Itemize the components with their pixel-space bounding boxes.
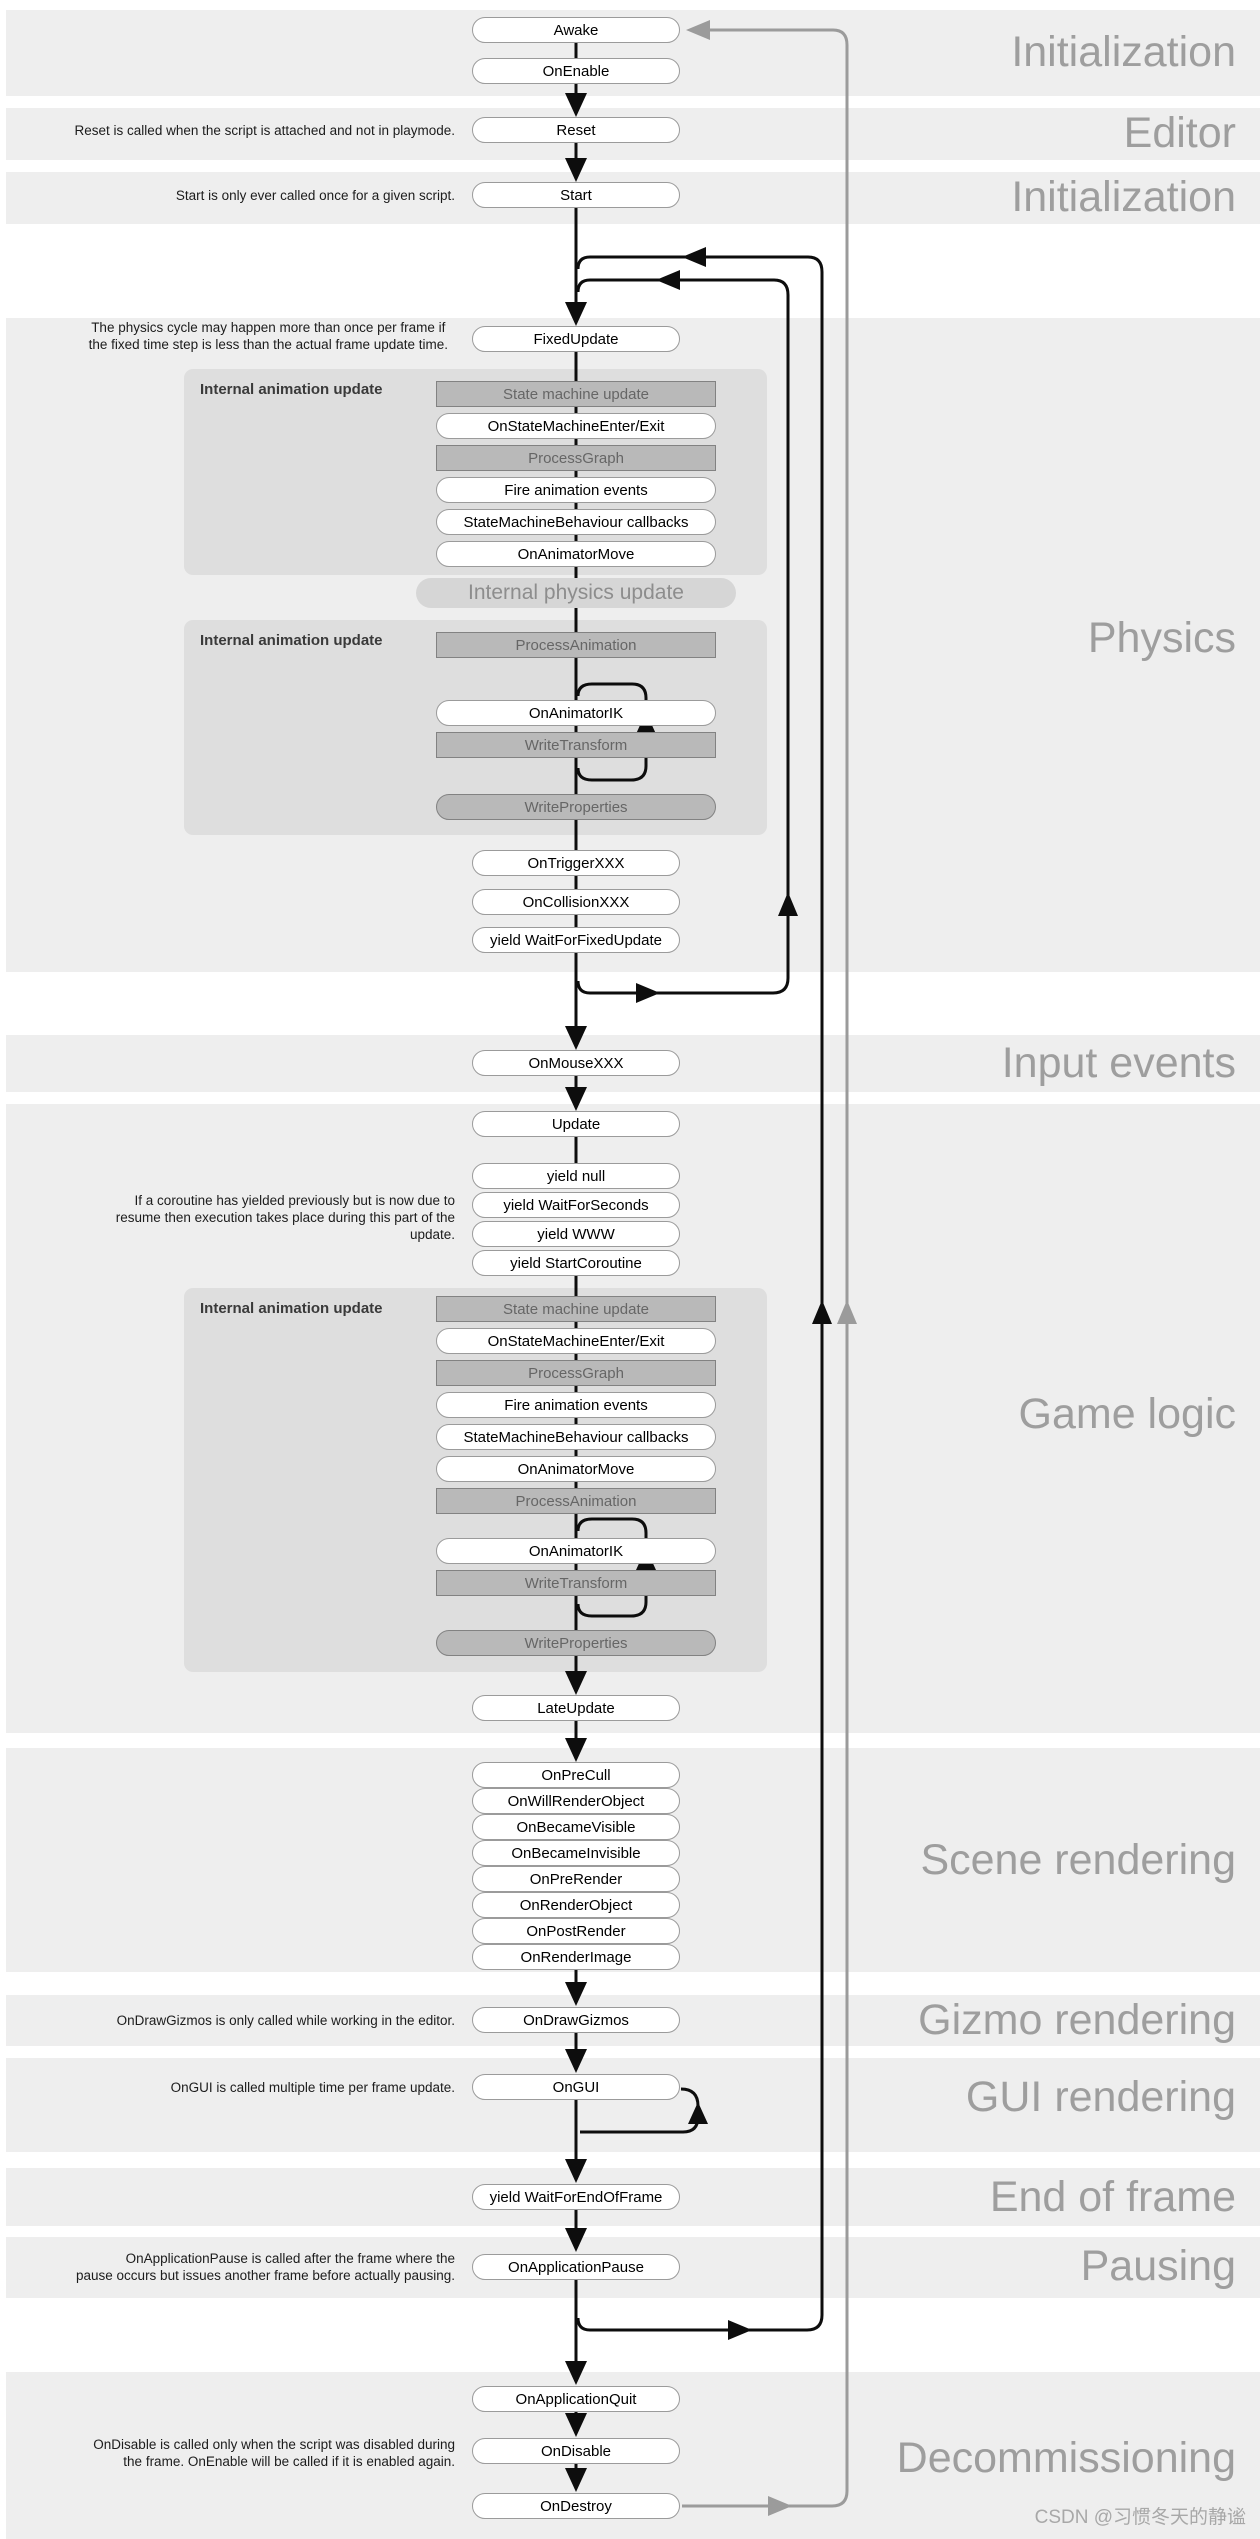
container-label: Internal animation update xyxy=(200,1300,383,1317)
node-oncollisionxxx: OnCollisionXXX xyxy=(472,889,680,915)
node-onstatemachineenter-exit: OnStateMachineEnter/Exit xyxy=(436,413,716,439)
note-0: Reset is called when the script is attac… xyxy=(74,122,455,138)
container-label: Internal animation update xyxy=(200,381,383,398)
node-ondrawgizmos: OnDrawGizmos xyxy=(472,2007,680,2033)
node-onapplicationpause: OnApplicationPause xyxy=(472,2254,680,2280)
node-yield-waitforseconds: yield WaitForSeconds xyxy=(472,1192,680,1218)
node-internal-physics-update: Internal physics update xyxy=(416,578,736,608)
node-statemachinebehaviour-callbacks: StateMachineBehaviour callbacks xyxy=(436,509,716,535)
node-fire-animation-events-2: Fire animation events xyxy=(436,1392,716,1418)
node-onapplicationquit: OnApplicationQuit xyxy=(472,2386,680,2412)
node-ondisable: OnDisable xyxy=(472,2438,680,2464)
section-label-pausing-10: Pausing xyxy=(1080,2242,1236,2290)
node-onbecamevisible: OnBecameVisible xyxy=(472,1814,680,1840)
section-label-gui-rendering-8: GUI rendering xyxy=(965,2073,1236,2121)
node-fixedupdate: FixedUpdate xyxy=(472,326,680,352)
node-state-machine-update: State machine update xyxy=(436,381,716,407)
node-statemachinebehaviour-callbacks-2: StateMachineBehaviour callbacks xyxy=(436,1424,716,1450)
node-onprerender: OnPreRender xyxy=(472,1866,680,1892)
container-label: Internal animation update xyxy=(200,632,383,649)
note-3: If a coroutine has yielded previously bu… xyxy=(115,1192,455,1242)
node-onrenderimage: OnRenderImage xyxy=(472,1944,680,1970)
note-7: OnDisable is called only when the script… xyxy=(93,2437,455,2469)
node-processanimation: ProcessAnimation xyxy=(436,632,716,658)
node-processanimation-2: ProcessAnimation xyxy=(436,1488,716,1514)
node-yield-www: yield WWW xyxy=(472,1221,680,1247)
section-label-initialization-2: Initialization xyxy=(1011,173,1236,221)
node-ondestroy: OnDestroy xyxy=(472,2493,680,2519)
node-onpostrender: OnPostRender xyxy=(472,1918,680,1944)
node-onanimatorik: OnAnimatorIK xyxy=(436,700,716,726)
node-start: Start xyxy=(472,182,680,208)
csdn-watermark: CSDN @习惯冬天的静谧 xyxy=(1034,2507,1246,2528)
node-reset: Reset xyxy=(472,117,680,143)
node-awake: Awake xyxy=(472,17,680,43)
node-onenable: OnEnable xyxy=(472,58,680,84)
node-processgraph-2: ProcessGraph xyxy=(436,1360,716,1386)
section-label-input-events-4: Input events xyxy=(1001,1039,1236,1087)
node-state-machine-update-2: State machine update xyxy=(436,1296,716,1322)
node-yield-waitforendofframe: yield WaitForEndOfFrame xyxy=(472,2184,680,2210)
node-onrenderobject: OnRenderObject xyxy=(472,1892,680,1918)
node-onstatemachineenter-exit-2: OnStateMachineEnter/Exit xyxy=(436,1328,716,1354)
section-label-scene-rendering-6: Scene rendering xyxy=(920,1836,1236,1884)
node-lateupdate: LateUpdate xyxy=(472,1695,680,1721)
node-yield-startcoroutine: yield StartCoroutine xyxy=(472,1250,680,1276)
node-writeproperties: WriteProperties xyxy=(436,794,716,820)
node-processgraph: ProcessGraph xyxy=(436,445,716,471)
node-onanimatormove: OnAnimatorMove xyxy=(436,541,716,567)
section-label-initialization-0: Initialization xyxy=(1011,28,1236,76)
section-label-editor-1: Editor xyxy=(1123,109,1236,157)
node-writeproperties-2: WriteProperties xyxy=(436,1630,716,1656)
note-1: Start is only ever called once for a giv… xyxy=(175,187,455,203)
node-onwillrenderobject: OnWillRenderObject xyxy=(472,1788,680,1814)
node-fire-animation-events: Fire animation events xyxy=(436,477,716,503)
node-writetransform: WriteTransform xyxy=(436,732,716,758)
note-2: The physics cycle may happen more than o… xyxy=(88,320,448,352)
node-update: Update xyxy=(472,1111,680,1137)
note-5: OnGUI is called multiple time per frame … xyxy=(170,2079,455,2095)
section-label-decommissioning-11: Decommissioning xyxy=(896,2434,1236,2482)
node-yield-null: yield null xyxy=(472,1163,680,1189)
note-4: OnDrawGizmos is only called while workin… xyxy=(116,2012,455,2028)
node-ongui: OnGUI xyxy=(472,2074,680,2100)
section-label-end-of-frame-9: End of frame xyxy=(989,2173,1236,2221)
section-label-physics-3: Physics xyxy=(1087,614,1236,662)
node-onbecameinvisible: OnBecameInvisible xyxy=(472,1840,680,1866)
note-6: OnApplicationPause is called after the f… xyxy=(76,2251,455,2283)
node-yield-waitforfixedupdate: yield WaitForFixedUpdate xyxy=(472,927,680,953)
node-onanimatorik-2: OnAnimatorIK xyxy=(436,1538,716,1564)
node-ontriggerxxx: OnTriggerXXX xyxy=(472,850,680,876)
node-writetransform-2: WriteTransform xyxy=(436,1570,716,1596)
section-label-gizmo-rendering-7: Gizmo rendering xyxy=(918,1996,1236,2044)
section-label-game-logic-5: Game logic xyxy=(1018,1390,1236,1438)
node-onprecull: OnPreCull xyxy=(472,1762,680,1788)
node-onanimatormove-2: OnAnimatorMove xyxy=(436,1456,716,1482)
node-onmousexxx: OnMouseXXX xyxy=(472,1050,680,1076)
